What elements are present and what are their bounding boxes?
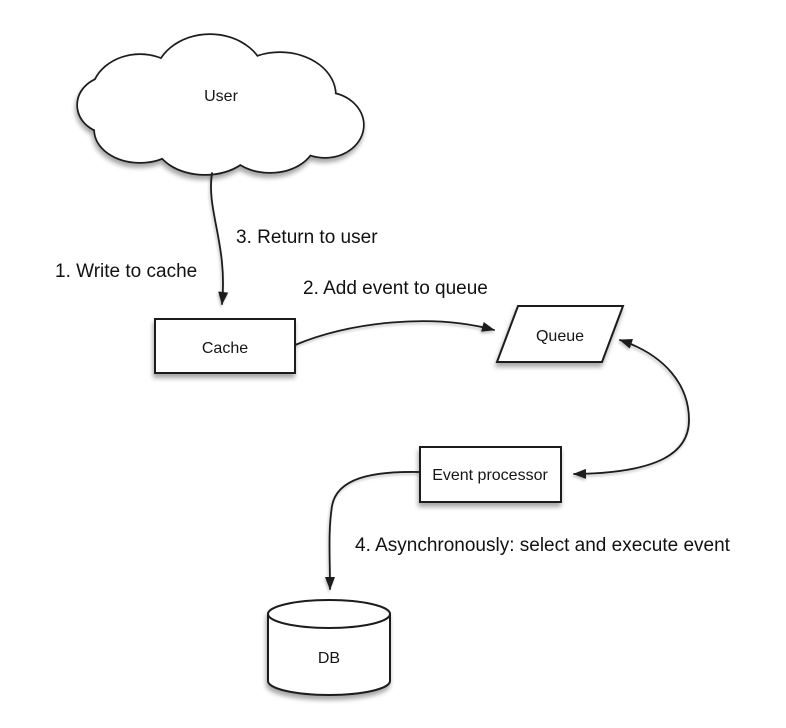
annotation-step2: 2. Add event to queue — [303, 278, 488, 299]
annotation-step4: 4. Asynchronously: select and execute ev… — [355, 535, 731, 556]
queue-node: Queue — [495, 305, 625, 363]
event-processor-shape — [419, 446, 562, 503]
queue-label: Queue — [536, 328, 584, 345]
user-label: User — [204, 88, 238, 105]
edge-queue-event-processor — [573, 339, 690, 479]
annotation-step3: 3. Return to user — [236, 227, 378, 248]
event-processor-node: Event processor — [419, 446, 562, 503]
edge-event-processor-to-db — [324, 471, 421, 590]
event-processor-label: Event processor — [432, 467, 548, 484]
cloud-shape — [76, 33, 365, 176]
db-label: DB — [318, 650, 340, 667]
user-node: User — [76, 33, 365, 176]
queue-shape — [495, 305, 625, 363]
cache-shape — [154, 318, 296, 374]
db-node: DB — [267, 599, 391, 696]
edge-user-to-cache — [210, 172, 229, 305]
db-cylinder-shape — [267, 599, 391, 696]
annotation-step1: 1. Write to cache — [55, 261, 197, 282]
cache-node: Cache — [154, 318, 296, 374]
cache-label: Cache — [202, 340, 248, 357]
edge-cache-to-queue — [294, 320, 495, 346]
edges-layer — [210, 172, 690, 590]
annotations-layer: 1. Write to cache 3. Return to user 2. A… — [55, 227, 731, 556]
